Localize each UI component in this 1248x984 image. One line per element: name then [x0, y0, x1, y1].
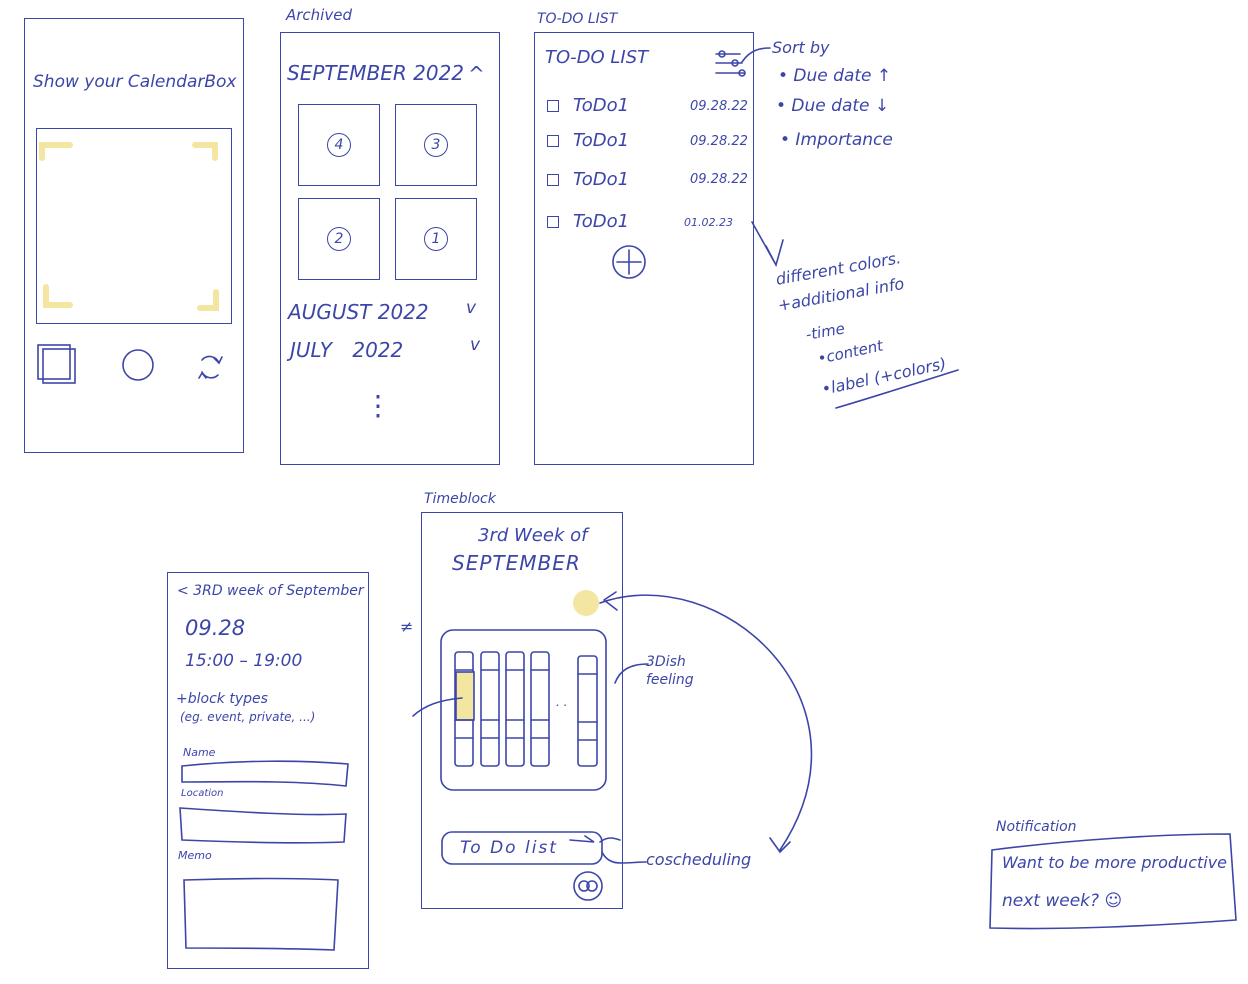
sort-option: • Due date ↑: [778, 66, 892, 86]
todo-text: ToDo1: [573, 211, 630, 232]
expand-chevron-icon[interactable]: v: [466, 298, 477, 318]
notification-line1: Want to be more productive: [1002, 853, 1228, 872]
todo-checkbox[interactable]: [547, 174, 559, 186]
coscheduling-note: coscheduling: [646, 850, 752, 869]
viewfinder-corners: [39, 142, 219, 311]
todo-screen: [534, 32, 754, 465]
week-number: 3: [424, 133, 448, 157]
notification-box: [989, 833, 1237, 930]
day-columns: [454, 651, 598, 767]
week-tile[interactable]: 4: [298, 104, 380, 186]
camera-viewfinder[interactable]: [36, 128, 232, 324]
memo-field: [183, 877, 339, 951]
notification-line2: next week? ☺: [1002, 891, 1123, 911]
camera-title: Show your CalendarBox: [33, 72, 237, 92]
name-label: Name: [183, 746, 216, 759]
add-todo-button[interactable]: [612, 245, 646, 279]
week-tile[interactable]: 3: [395, 104, 477, 186]
columns-ellipsis: . .: [556, 695, 568, 709]
todo-checkbox[interactable]: [547, 100, 559, 112]
week-title-line1: 3rd Week of: [478, 525, 588, 546]
more-ellipsis: ⋮: [364, 389, 392, 422]
detail-date: 09.28: [185, 616, 246, 640]
detail-screen: [167, 572, 369, 969]
todo-text: ToDo1: [573, 130, 630, 151]
week-title-line2: SEPTEMBER: [452, 551, 581, 575]
todo-date: 09.28.22: [690, 172, 748, 187]
todo-checkbox[interactable]: [547, 216, 559, 228]
week-number: 1: [424, 227, 448, 251]
month-july[interactable]: JULY 2022: [290, 338, 404, 362]
block-examples: (eg. event, private, ...): [180, 710, 316, 724]
name-field: [181, 760, 349, 787]
switch-camera-icon: [198, 355, 223, 379]
location-label: Location: [181, 788, 224, 799]
todo-list-button[interactable]: To Do list: [460, 838, 558, 858]
todo-date: 09.28.22: [690, 134, 748, 149]
todo-header: TO-DO LIST: [545, 47, 649, 68]
week-number: 4: [327, 133, 351, 157]
shutter-icon: [122, 349, 154, 381]
todo-date: 09.28.22: [690, 99, 748, 114]
todo-list-button-outline: [441, 831, 603, 865]
week-tile[interactable]: 1: [395, 198, 477, 280]
archive-screen: [280, 32, 500, 465]
week-number: 2: [327, 227, 351, 251]
coschedule-icon: [573, 871, 603, 901]
archive-label: Archived: [286, 6, 352, 24]
sort-option: • Due date ↓: [776, 96, 890, 116]
not-equal-mark: ≠: [400, 617, 414, 636]
todo-date: 01.02.23: [684, 216, 733, 229]
sort-button[interactable]: [712, 48, 748, 80]
todo-text: ToDo1: [573, 95, 630, 116]
detail-time: 15:00 – 19:00: [185, 651, 303, 671]
todo-checkbox[interactable]: [547, 135, 559, 147]
camera-screen: [24, 18, 244, 453]
sort-by-note: Sort by: [772, 38, 830, 57]
sort-icon: [715, 50, 746, 77]
feeling-note: 3Dish feeling: [646, 654, 694, 688]
block-types: +block types: [176, 691, 268, 707]
sort-option: • Importance: [780, 130, 893, 150]
current-month[interactable]: SEPTEMBER 2022: [287, 61, 465, 85]
location-field: [179, 807, 347, 844]
week-tile[interactable]: 2: [298, 198, 380, 280]
memo-label: Memo: [178, 849, 212, 862]
add-todo-icon: [612, 245, 646, 279]
gallery-icon: [37, 344, 76, 384]
todo-text: ToDo1: [573, 169, 630, 190]
todo-label: TO-DO LIST: [537, 11, 618, 27]
detail-back-header[interactable]: < 3RD week of September: [177, 583, 364, 599]
timeblock-grid: [440, 629, 607, 791]
expand-chevron-icon[interactable]: v: [470, 335, 481, 355]
notification-label: Notification: [996, 819, 1077, 835]
collapse-chevron-icon[interactable]: ^: [468, 62, 485, 86]
mood-dot: [573, 590, 599, 616]
timeblock-screen: [421, 512, 623, 909]
timeblock-label: Timeblock: [424, 491, 496, 507]
month-august[interactable]: AUGUST 2022: [288, 300, 429, 324]
